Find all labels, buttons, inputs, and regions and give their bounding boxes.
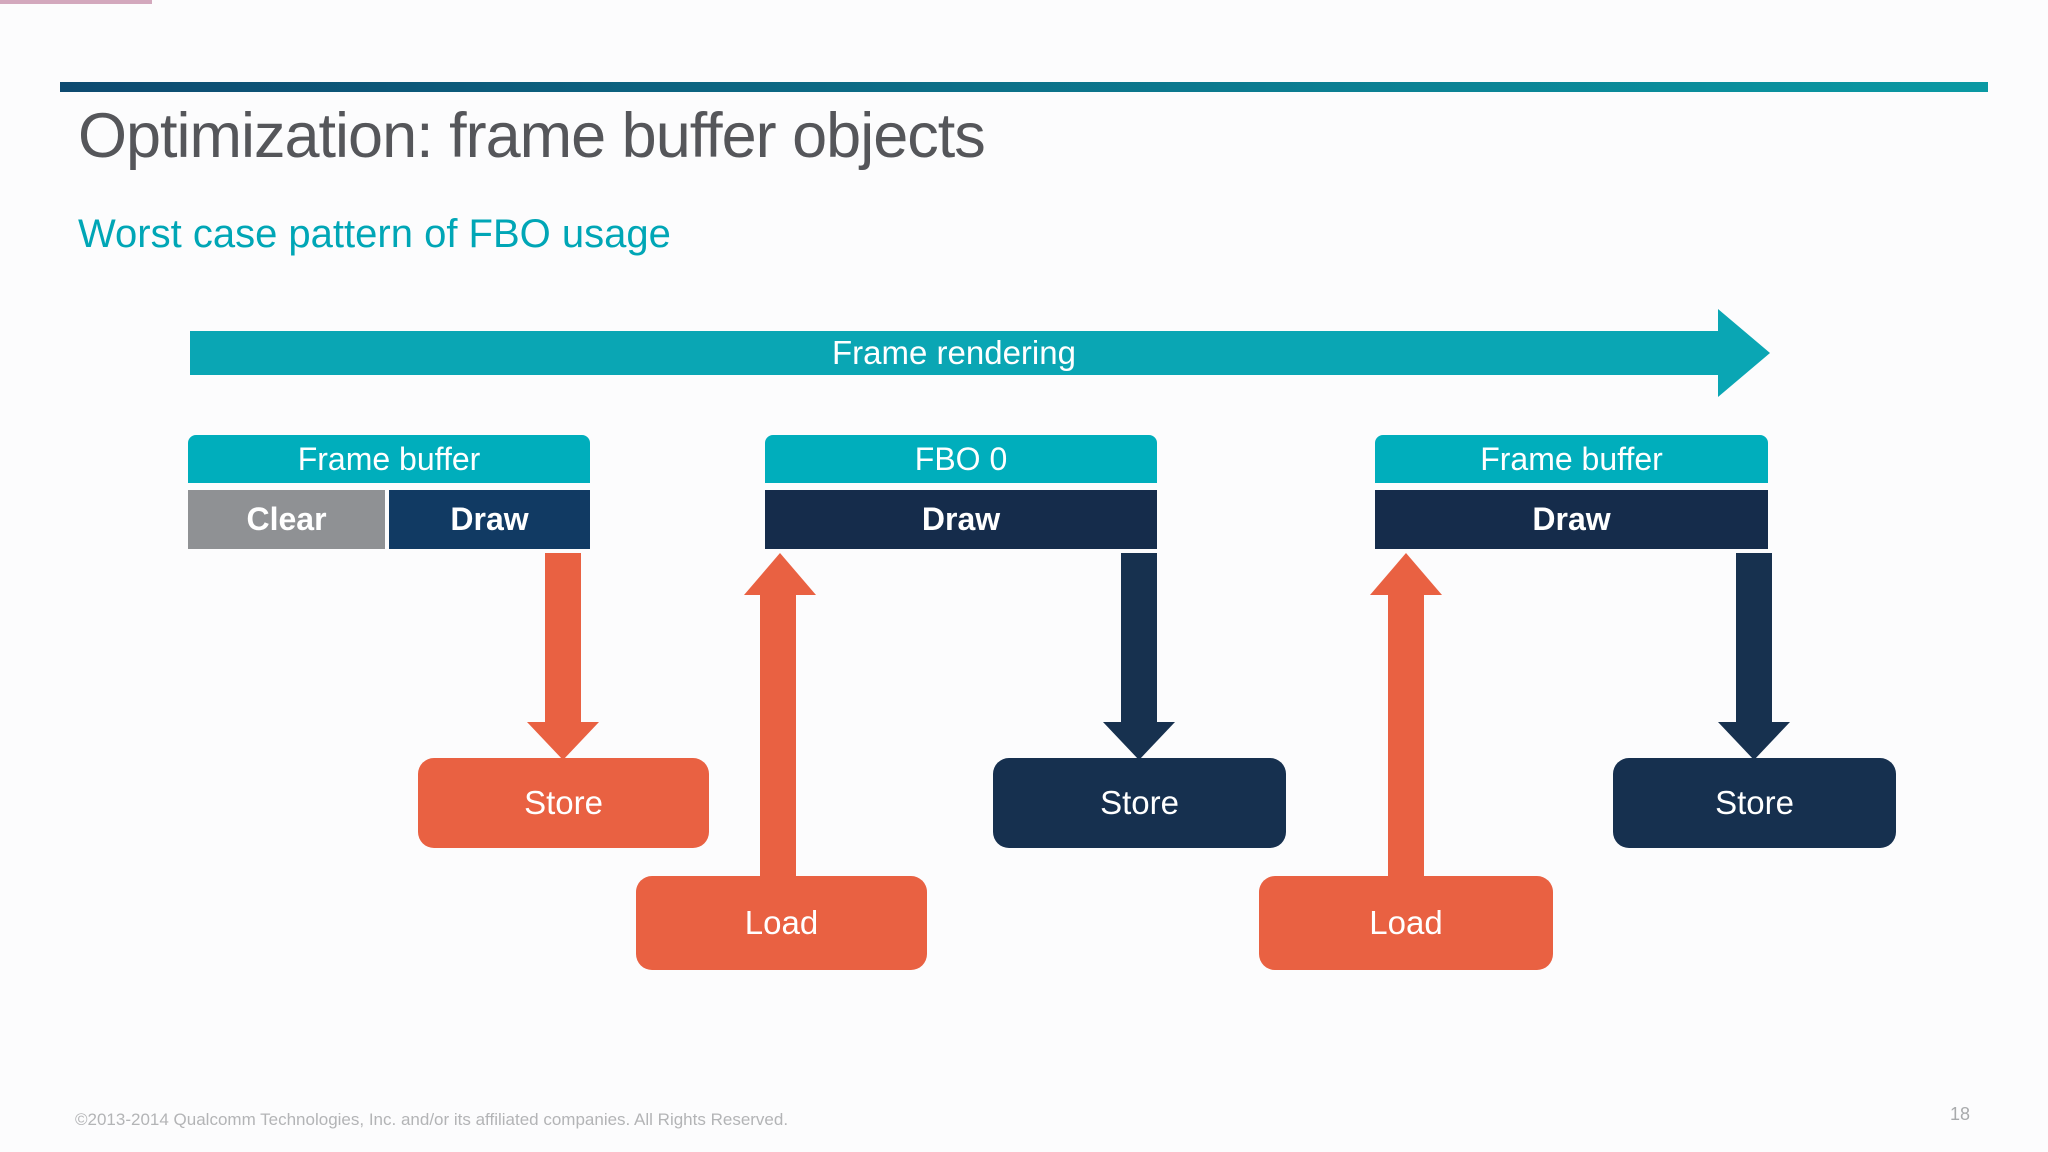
up-arrow-icon [1370,553,1442,595]
load-box-1-label: Load [744,904,819,941]
frame-rendering-arrow: Frame rendering [190,331,1718,375]
load-box-2: Load [1259,876,1553,970]
load-box-2-label: Load [1369,904,1443,941]
buffer-header-2: FBO 0 [765,435,1157,483]
copyright-text: ©2013-2014 Qualcomm Technologies, Inc. a… [75,1110,789,1129]
store-box-2-label: Store [1100,784,1179,821]
store-box-2: Store [993,758,1286,848]
frame-rendering-label: Frame rendering [832,334,1076,371]
title-divider-rule [60,82,1988,92]
draw-cell-1-label: Draw [450,501,529,537]
clear-cell-label: Clear [246,501,327,537]
clear-cell: Clear [188,490,385,549]
store-box-3: Store [1613,758,1896,848]
top-left-accent-line [0,0,152,4]
load-box-1: Load [636,876,927,970]
draw-cell-2-label: Draw [921,501,1001,537]
buffer-header-3-label: Frame buffer [1480,440,1663,477]
down-arrow-icon [1718,722,1790,760]
store-box-1-label: Store [524,784,603,821]
draw-cell-1: Draw [389,490,590,549]
buffer-header-1: Frame buffer [188,435,590,483]
buffer-header-3: Frame buffer [1375,435,1768,483]
buffer-header-2-label: FBO 0 [914,440,1008,477]
load-arrow-1-shaft [760,595,796,880]
draw-cell-3: Draw [1375,490,1768,549]
draw-cell-2: Draw [765,490,1157,549]
down-arrow-icon [527,722,599,760]
load-arrow-2-shaft [1388,595,1424,880]
store-arrow-3-shaft [1736,553,1772,722]
store-arrow-1-shaft [545,553,581,722]
store-box-1: Store [418,758,709,848]
page-title: Optimization: frame buffer objects [78,101,986,171]
buffer-header-1-label: Frame buffer [297,440,481,477]
draw-cell-3-label: Draw [1532,501,1611,537]
frame-rendering-arrowhead-icon [1718,309,1770,397]
up-arrow-icon [744,553,816,595]
store-box-3-label: Store [1715,784,1794,821]
page-subtitle: Worst case pattern of FBO usage [78,212,671,256]
page-number: 18 [1949,1104,1971,1124]
down-arrow-icon [1103,722,1175,760]
store-arrow-2-shaft [1121,553,1157,722]
